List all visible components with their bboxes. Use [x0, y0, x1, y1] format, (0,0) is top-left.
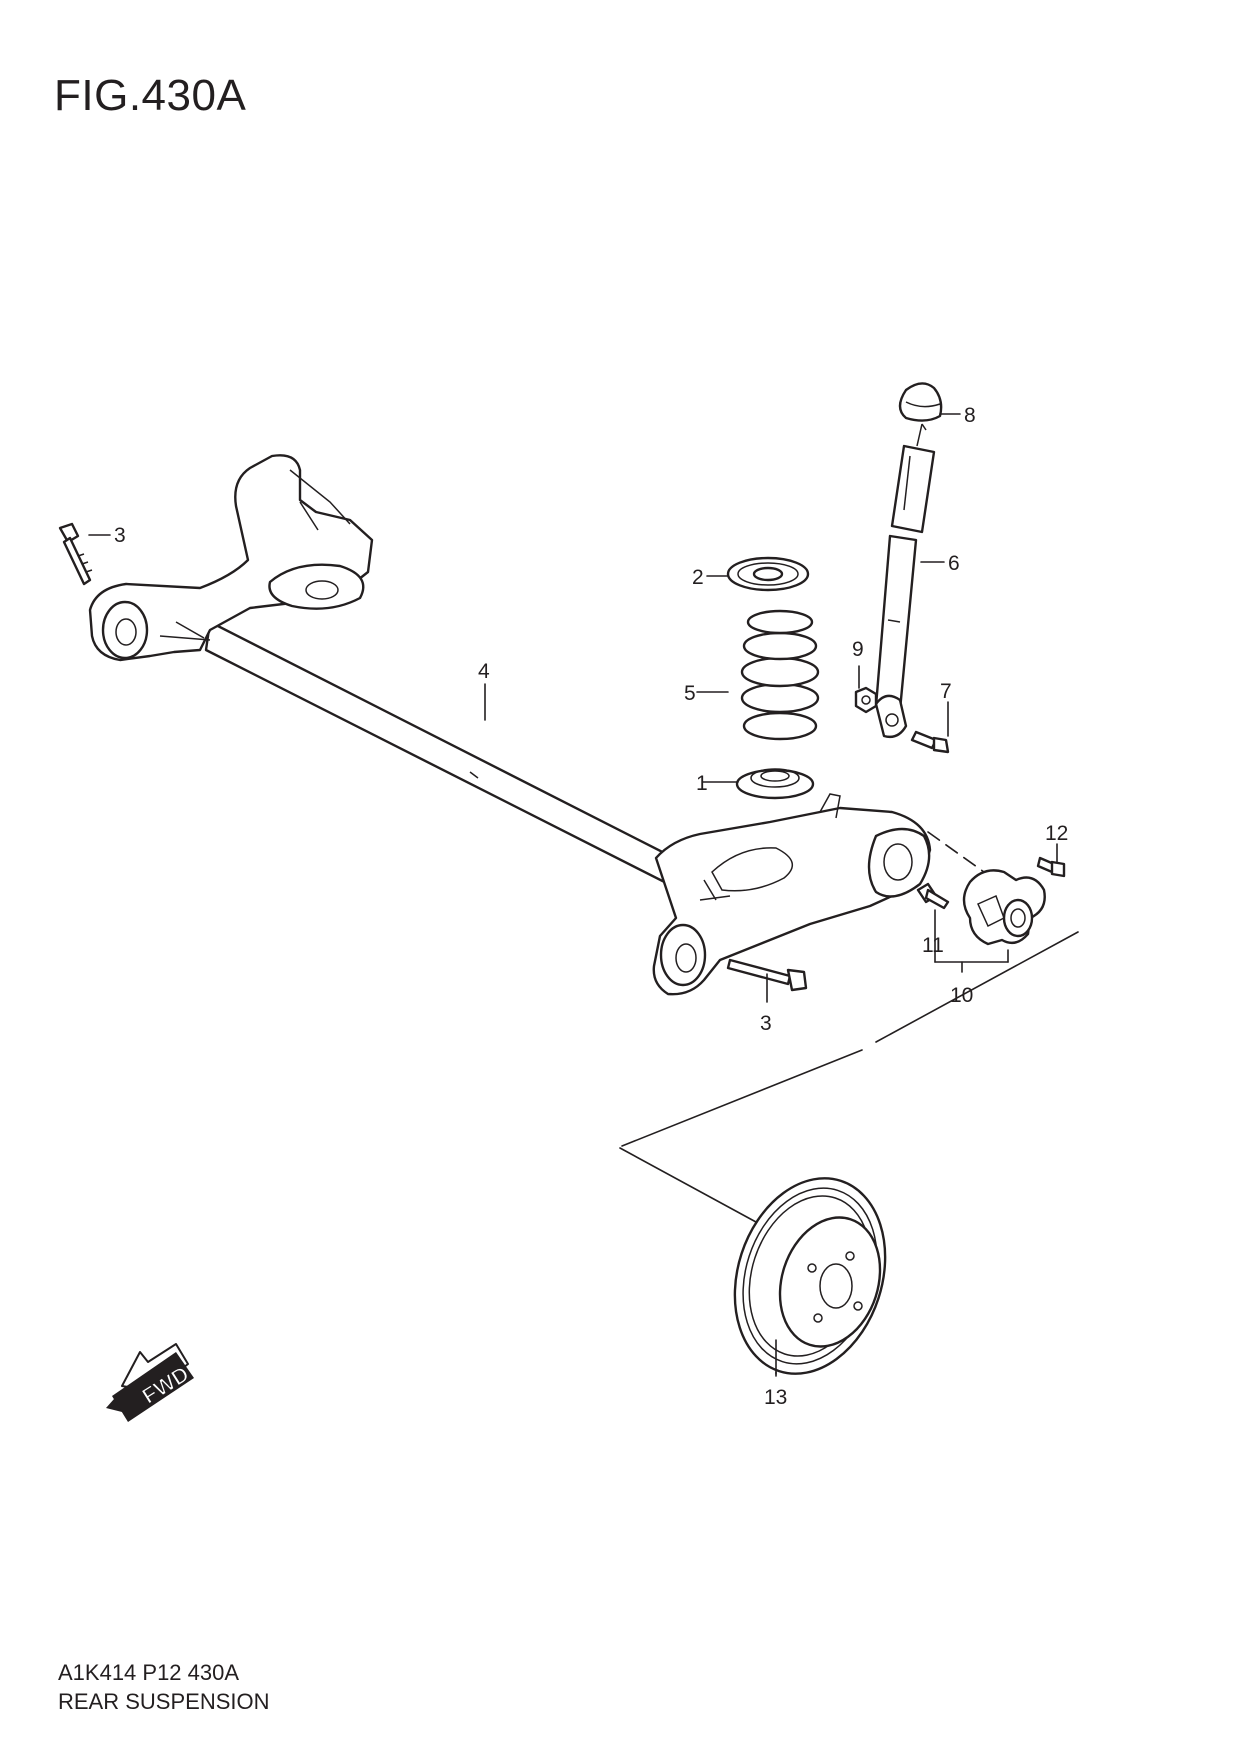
shock-absorber[interactable]	[874, 423, 936, 739]
spring-seat-lower[interactable]	[735, 768, 815, 800]
hub-flange-bolt[interactable]	[1036, 856, 1066, 878]
shock-nut[interactable]	[854, 686, 878, 714]
callout-2: 2	[692, 566, 704, 589]
callout-4: 4	[478, 660, 490, 683]
callout-12: 12	[1045, 822, 1068, 845]
callout-7: 7	[940, 680, 952, 703]
spring-seat-upper[interactable]	[726, 556, 810, 592]
rear-hub[interactable]	[962, 869, 1046, 946]
rear-axle-beam[interactable]	[88, 454, 932, 996]
figure-title: FIG.430A	[54, 71, 247, 120]
callout-5: 5	[684, 682, 696, 705]
brake-drum[interactable]	[711, 1159, 910, 1394]
callout-11: 11	[922, 934, 944, 957]
shock-bolt[interactable]	[910, 730, 950, 754]
diagram-code: A1K414 P12 430A	[58, 1660, 240, 1685]
bump-stopper[interactable]	[898, 382, 943, 422]
callout-6: 6	[948, 552, 960, 575]
hub-bolt[interactable]	[916, 882, 950, 910]
callout-9: 9	[852, 638, 864, 661]
callout-3-upper: 3	[114, 524, 126, 547]
callout-8: 8	[964, 404, 976, 427]
diagram-name: REAR SUSPENSION	[58, 1689, 270, 1714]
leader-lines	[88, 413, 1079, 1377]
callout-1: 1	[696, 772, 708, 795]
callout-13: 13	[764, 1386, 787, 1409]
pivot-bolt-lower[interactable]	[726, 958, 808, 992]
callout-10: 10	[950, 984, 973, 1007]
callout-3-lower: 3	[760, 1012, 772, 1035]
fwd-arrow-icon: FWD	[106, 1343, 194, 1422]
pivot-bolt-upper[interactable]	[58, 522, 93, 586]
coil-spring[interactable]	[740, 609, 820, 741]
